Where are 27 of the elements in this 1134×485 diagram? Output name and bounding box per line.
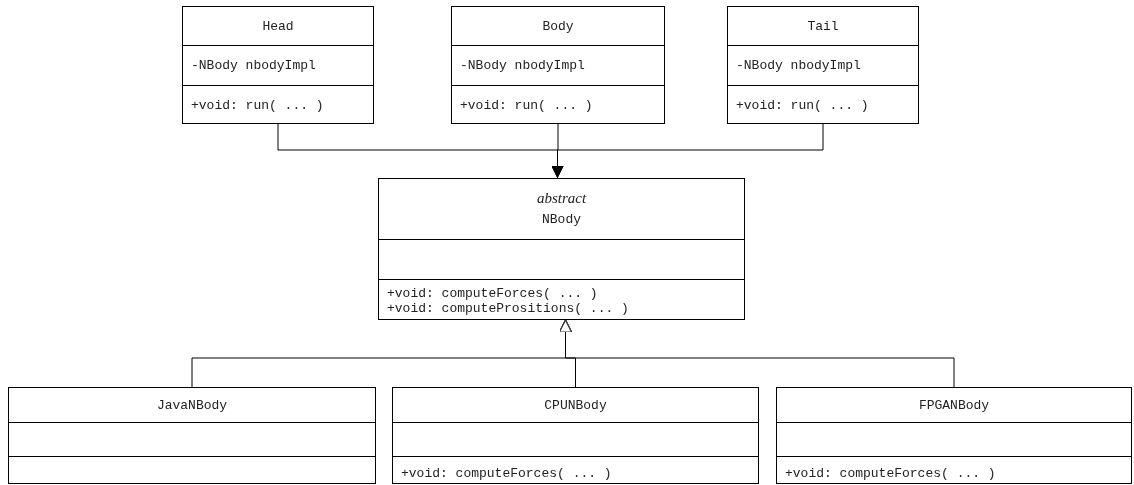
class-name: CPUNBody: [544, 397, 607, 413]
inheritance-arrow: [558, 319, 955, 388]
class-name: Body: [542, 18, 574, 34]
class-box: [451, 6, 665, 124]
attribute-text: -NBody nbodyImpl: [191, 58, 317, 73]
attribute-text: -NBody nbodyImpl: [736, 58, 862, 73]
class-box: [182, 6, 374, 124]
class-box: [392, 387, 759, 484]
association-arrow: [551, 123, 824, 179]
method-text: +void: run( ... ): [460, 98, 594, 113]
class-box: [776, 387, 1132, 484]
class-box: [727, 6, 919, 124]
method-text: +void: computeForces( ... ): [387, 285, 599, 301]
method-text: +void: computeForces( ... ): [401, 466, 613, 481]
class-box: [378, 178, 745, 320]
class-name: Head: [262, 18, 294, 34]
class-name: JavaNBody: [156, 397, 228, 413]
class-name: Tail: [807, 18, 839, 34]
class-box: [8, 387, 376, 484]
class-name: FPGANBody: [918, 397, 990, 413]
method-text: +void: computeForces( ... ): [785, 466, 997, 481]
stereotype-text: abstract: [536, 191, 587, 206]
method-text: +void: computePrositions( ... ): [387, 300, 630, 316]
class-name: NBody: [542, 212, 581, 227]
method-text: +void: run( ... ): [736, 98, 870, 113]
attribute-text: -NBody nbodyImpl: [460, 58, 586, 73]
method-text: +void: run( ... ): [191, 98, 325, 113]
